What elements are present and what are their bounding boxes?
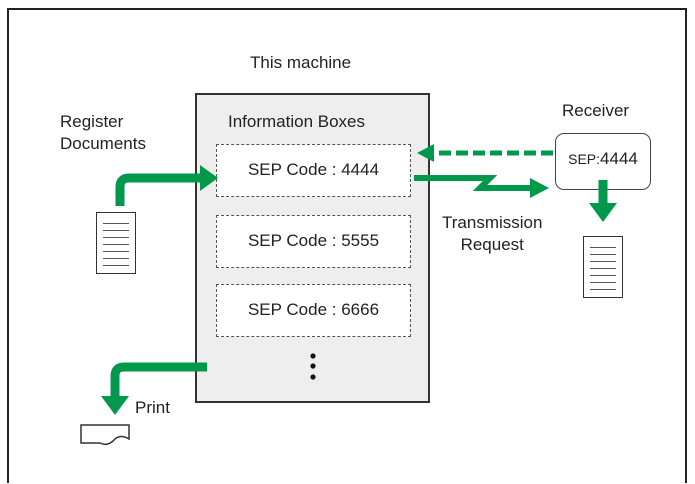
transmission-zigzag-arrow bbox=[414, 175, 533, 191]
diagram-frame bbox=[7, 8, 687, 483]
source-document-icon bbox=[96, 212, 136, 274]
transmission-request-label: Transmission Request bbox=[442, 212, 542, 256]
receiver-down-arrowhead bbox=[589, 203, 617, 222]
printout-icon bbox=[80, 424, 130, 446]
machine-title: This machine bbox=[250, 53, 352, 72]
register-arrow bbox=[115, 173, 205, 206]
receiver-code-prefix: SEP: bbox=[568, 151, 601, 167]
transmission-label-text: Transmission Request bbox=[442, 213, 543, 254]
sep-code-box-3: SEP Code : 6666 bbox=[216, 284, 411, 337]
print-arrow bbox=[110, 362, 207, 398]
sep-code-box-2: SEP Code : 5555 bbox=[216, 215, 411, 268]
receiver-label: Receiver bbox=[562, 101, 630, 120]
register-label-text: Register Documents bbox=[60, 112, 146, 153]
sep-code-box-1: SEP Code : 4444 bbox=[216, 144, 411, 197]
receiver-code-value: 4444 bbox=[600, 149, 638, 168]
register-arrowhead bbox=[200, 165, 218, 191]
print-arrowhead bbox=[101, 396, 129, 415]
information-boxes-label: Information Boxes bbox=[228, 112, 366, 131]
register-documents-label: Register Documents bbox=[60, 111, 146, 155]
print-label: Print bbox=[135, 398, 170, 417]
request-arrowhead bbox=[417, 144, 434, 162]
transmission-arrowhead bbox=[530, 178, 549, 198]
received-document-icon bbox=[583, 236, 623, 298]
